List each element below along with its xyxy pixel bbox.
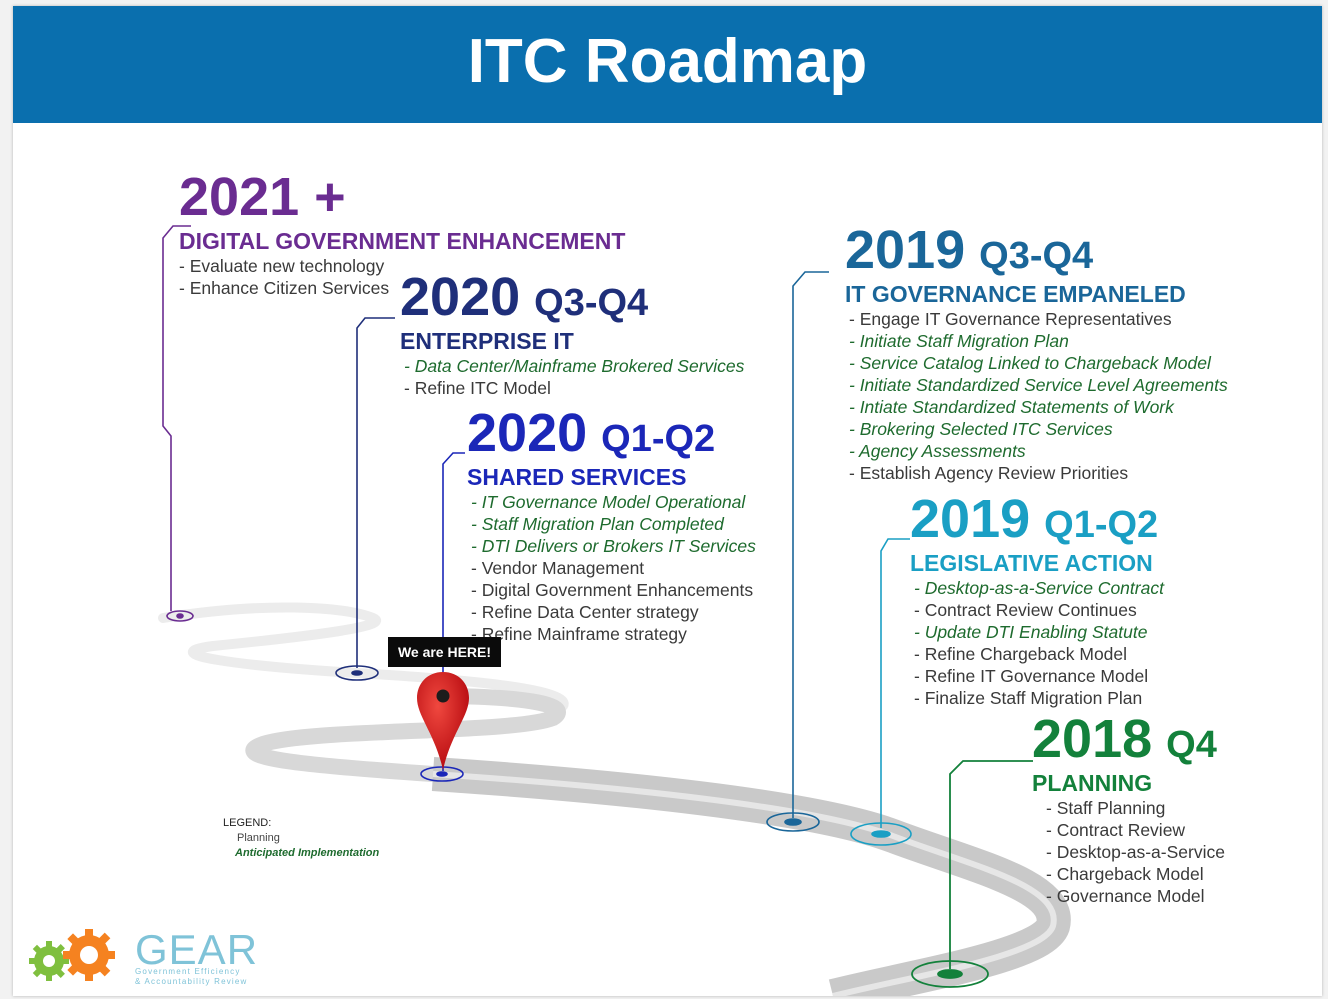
- list-item: - Staff Planning: [1046, 798, 1166, 818]
- list-item: - Finalize Staff Migration Plan: [914, 688, 1143, 708]
- milestone-heading: IT GOVERNANCE EMPANELED: [845, 281, 1186, 307]
- slide: ITC Roadmap: [13, 6, 1322, 996]
- list-item: - Brokering Selected ITC Services: [849, 419, 1113, 439]
- milestone-2020-q1q2: 2020 Q1-Q2 SHARED SERVICES - IT Governanc…: [467, 406, 756, 645]
- quarter-label: Q3-Q4: [979, 235, 1094, 277]
- milestone-heading: LEGISLATIVE ACTION: [910, 550, 1153, 576]
- list-item: - Initiate Staff Migration Plan: [849, 331, 1069, 351]
- logo-tagline-line: & Accountability Review: [135, 977, 248, 986]
- list-item: - Desktop-as-a-Service Contract: [914, 578, 1164, 598]
- year-label: 2019: [910, 489, 1031, 549]
- list-item: - Governance Model: [1046, 886, 1205, 906]
- milestone-items: - Desktop-as-a-Service Contract - Contra…: [914, 577, 1164, 709]
- list-item: - Contract Review Continues: [914, 600, 1137, 620]
- legend: LEGEND: Planning Anticipated Implementat…: [223, 816, 379, 861]
- legend-title: LEGEND:: [223, 817, 272, 829]
- legend-implementation: Anticipated Implementation: [235, 847, 380, 859]
- milestone-2021: 2021 + DIGITAL GOVERNMENT ENHANCEMENT - …: [179, 170, 625, 299]
- quarter-label: Q4: [1166, 724, 1217, 766]
- list-item: - Contract Review: [1046, 820, 1186, 840]
- list-item: - Update DTI Enabling Statute: [914, 622, 1148, 642]
- title-banner: ITC Roadmap: [13, 6, 1322, 123]
- milestone-heading: PLANNING: [1032, 770, 1153, 796]
- milestone-2020-q3q4: 2020 Q3-Q4 ENTERPRISE IT - Data Center/Ma…: [400, 270, 744, 399]
- list-item: - Intiate Standardized Statements of Wor…: [849, 397, 1174, 417]
- list-item: - Enhance Citizen Services: [179, 278, 390, 298]
- legend-planning: Planning: [237, 832, 280, 844]
- list-item: - Service Catalog Linked to Chargeback M…: [849, 353, 1211, 373]
- list-item: - Agency Assessments: [849, 441, 1026, 461]
- year-label: 2020: [400, 267, 521, 327]
- list-item: - Chargeback Model: [1046, 864, 1204, 884]
- quarter-label: Q3-Q4: [534, 282, 649, 324]
- milestone-year: 2019 Q3-Q4: [845, 223, 1228, 277]
- milestone-heading: DIGITAL GOVERNMENT ENHANCEMENT: [179, 228, 626, 254]
- road-mid-segment: [245, 688, 566, 782]
- list-item: - Engage IT Governance Representatives: [849, 309, 1172, 329]
- milestone-year: 2020 Q1-Q2: [467, 406, 756, 460]
- logo-tagline: Government Efficiency & Accountability R…: [135, 967, 248, 987]
- connector-2020-q1q2: [420, 452, 465, 782]
- year-label: 2020: [467, 403, 588, 463]
- year-label: 2019: [845, 220, 966, 280]
- milestone-year: 2018 Q4: [1032, 712, 1225, 766]
- milestone-items: - Data Center/Mainframe Brokered Service…: [404, 355, 744, 399]
- milestone-heading: SHARED SERVICES: [467, 464, 687, 490]
- list-item: - Refine Chargeback Model: [914, 644, 1128, 664]
- milestone-items: - Engage IT Governance Representatives -…: [849, 308, 1228, 484]
- list-item: - Data Center/Mainframe Brokered Service…: [404, 356, 745, 376]
- connector-2020-q3q4: [335, 317, 395, 681]
- slide-title: ITC Roadmap: [467, 27, 868, 96]
- here-badge: We are HERE!: [388, 637, 501, 667]
- list-item: - Desktop-as-a-Service: [1046, 842, 1225, 862]
- connector-2019-q1q2: [850, 538, 912, 846]
- logo-tagline-line: Government Efficiency: [135, 967, 241, 976]
- logo-wordmark: GEAR: [135, 926, 259, 973]
- list-item: - Initiate Standardized Service Level Ag…: [849, 375, 1228, 395]
- year-label: 2018: [1032, 709, 1153, 769]
- connector-2019-q3q4: [766, 271, 829, 832]
- milestone-heading: ENTERPRISE IT: [400, 328, 574, 354]
- milestone-items: - Staff Planning - Contract Review - Des…: [1046, 797, 1225, 907]
- list-item: - DTI Delivers or Brokers IT Services: [471, 536, 756, 556]
- list-item: - Digital Government Enhancements: [471, 580, 754, 600]
- milestone-2018-q4: 2018 Q4 PLANNING - Staff Planning - Contr…: [1032, 712, 1225, 907]
- list-item: - Staff Migration Plan Completed: [471, 514, 724, 534]
- milestone-year: 2020 Q3-Q4: [400, 270, 744, 324]
- milestone-2019-q3q4: 2019 Q3-Q4 IT GOVERNANCE EMPANELED - Enga…: [845, 223, 1228, 484]
- connector-2021: [162, 225, 194, 622]
- list-item: - Evaluate new technology: [179, 256, 385, 276]
- list-item: - Vendor Management: [471, 558, 645, 578]
- list-item: - Refine IT Governance Model: [914, 666, 1149, 686]
- quarter-label: Q1-Q2: [1044, 504, 1159, 546]
- roadmap-road: [158, 225, 1071, 996]
- milestone-items: - IT Governance Model Operational - Staf…: [471, 491, 756, 645]
- list-item: - Refine Mainframe strategy: [471, 624, 687, 644]
- list-item: - Refine ITC Model: [404, 378, 551, 398]
- location-pin-icon: [417, 672, 469, 770]
- list-item: - Establish Agency Review Priorities: [849, 463, 1129, 483]
- gear-logo-icon: [29, 929, 115, 981]
- road-near-segment: [431, 757, 1071, 996]
- milestone-2019-q1q2: 2019 Q1-Q2 LEGISLATIVE ACTION - Desktop-a…: [910, 492, 1164, 709]
- milestone-year: 2021 +: [179, 170, 625, 224]
- quarter-label: Q1-Q2: [601, 418, 716, 460]
- list-item: - Refine Data Center strategy: [471, 602, 699, 622]
- connector-2018-q4: [911, 760, 1033, 988]
- milestone-items: - Evaluate new technology - Enhance Citi…: [179, 255, 625, 299]
- year-label: 2021 +: [179, 167, 346, 227]
- milestone-year: 2019 Q1-Q2: [910, 492, 1164, 546]
- list-item: - IT Governance Model Operational: [471, 492, 746, 512]
